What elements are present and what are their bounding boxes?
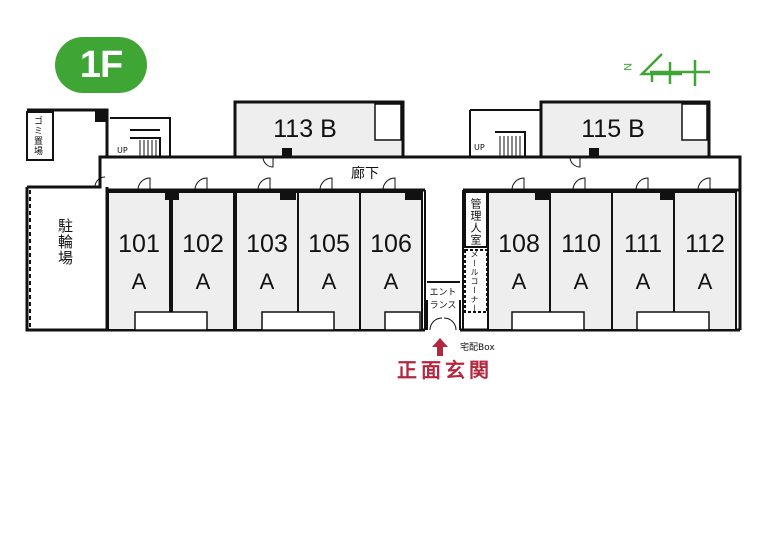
unit-115-pillar xyxy=(589,148,599,158)
unit-115-shape xyxy=(539,100,711,159)
unit-type: A xyxy=(131,269,147,294)
unit-number: 102 xyxy=(182,230,224,258)
unit-number: 108 xyxy=(498,230,540,258)
stairs-up-label-left: UP xyxy=(117,146,128,155)
unit-111: 111 A xyxy=(612,232,674,293)
unit-type: B xyxy=(320,115,337,143)
unit-number: 115 xyxy=(581,115,622,143)
unit-105: 105 A xyxy=(298,232,360,293)
unit-type: A xyxy=(259,269,275,294)
entrance-area xyxy=(424,190,488,330)
unit-103: 103 A xyxy=(236,232,298,293)
unit-type: A xyxy=(383,269,399,294)
compass-icon: N xyxy=(621,53,710,86)
management-room-label: 管理人室 xyxy=(469,198,482,246)
unit-106: 106 A xyxy=(360,232,422,293)
unit-type: B xyxy=(628,115,645,143)
unit-type: A xyxy=(321,269,337,294)
unit-type: A xyxy=(635,269,651,294)
door-swings xyxy=(94,156,711,191)
compass-north-label: N xyxy=(621,63,633,71)
unit-type: A xyxy=(573,269,589,294)
entrance-arrow xyxy=(432,338,448,356)
entrance-doors xyxy=(429,317,457,331)
garbage-room xyxy=(26,111,54,161)
unit-101: 101 A xyxy=(108,232,170,293)
stairs-up-label-right: UP xyxy=(474,143,485,152)
unit-113: 113 B xyxy=(250,117,360,142)
delivery-box-label: 宅配Box xyxy=(460,343,495,353)
unit-113-pillar xyxy=(282,148,292,158)
unit-number: 113 xyxy=(273,115,314,143)
unit-shapes-a xyxy=(107,191,737,331)
unit-108: 108 A xyxy=(488,232,550,293)
unit-102: 102 A xyxy=(172,232,234,293)
stairs-left xyxy=(110,117,171,157)
floor-badge: 1F xyxy=(55,37,147,93)
unit-type: A xyxy=(697,269,713,294)
unit-number: 110 xyxy=(561,230,601,258)
main-entrance-label: 正面玄関 xyxy=(397,358,493,382)
unit-number: 112 xyxy=(685,230,725,258)
unit-number: 106 xyxy=(370,230,412,258)
mail-corner-label: メールコーナー xyxy=(470,250,479,313)
entrance-hall-label-2: ランス xyxy=(429,301,457,311)
unit-type: A xyxy=(511,269,527,294)
unit-115-balcony xyxy=(681,103,708,141)
unit-112: 112 A xyxy=(674,232,736,293)
unit-number: 105 xyxy=(308,230,350,258)
unit-115: 115 B xyxy=(558,117,668,142)
unit-113-balcony xyxy=(374,103,402,141)
stairs-right xyxy=(469,109,541,157)
unit-type: A xyxy=(195,269,211,294)
unit-number: 111 xyxy=(623,230,662,258)
entrance-hall-label-1: エント xyxy=(429,288,457,298)
unit-number: 101 xyxy=(118,230,160,258)
unit-number: 103 xyxy=(246,230,288,258)
pillars xyxy=(95,110,674,200)
corridor-label: 廊下 xyxy=(351,166,379,182)
garbage-room-label: ゴミ置場 xyxy=(32,116,42,156)
unit-110: 110 A xyxy=(550,232,612,293)
balconies xyxy=(134,311,710,331)
bicycle-parking-label: 駐輪場 xyxy=(56,218,74,266)
